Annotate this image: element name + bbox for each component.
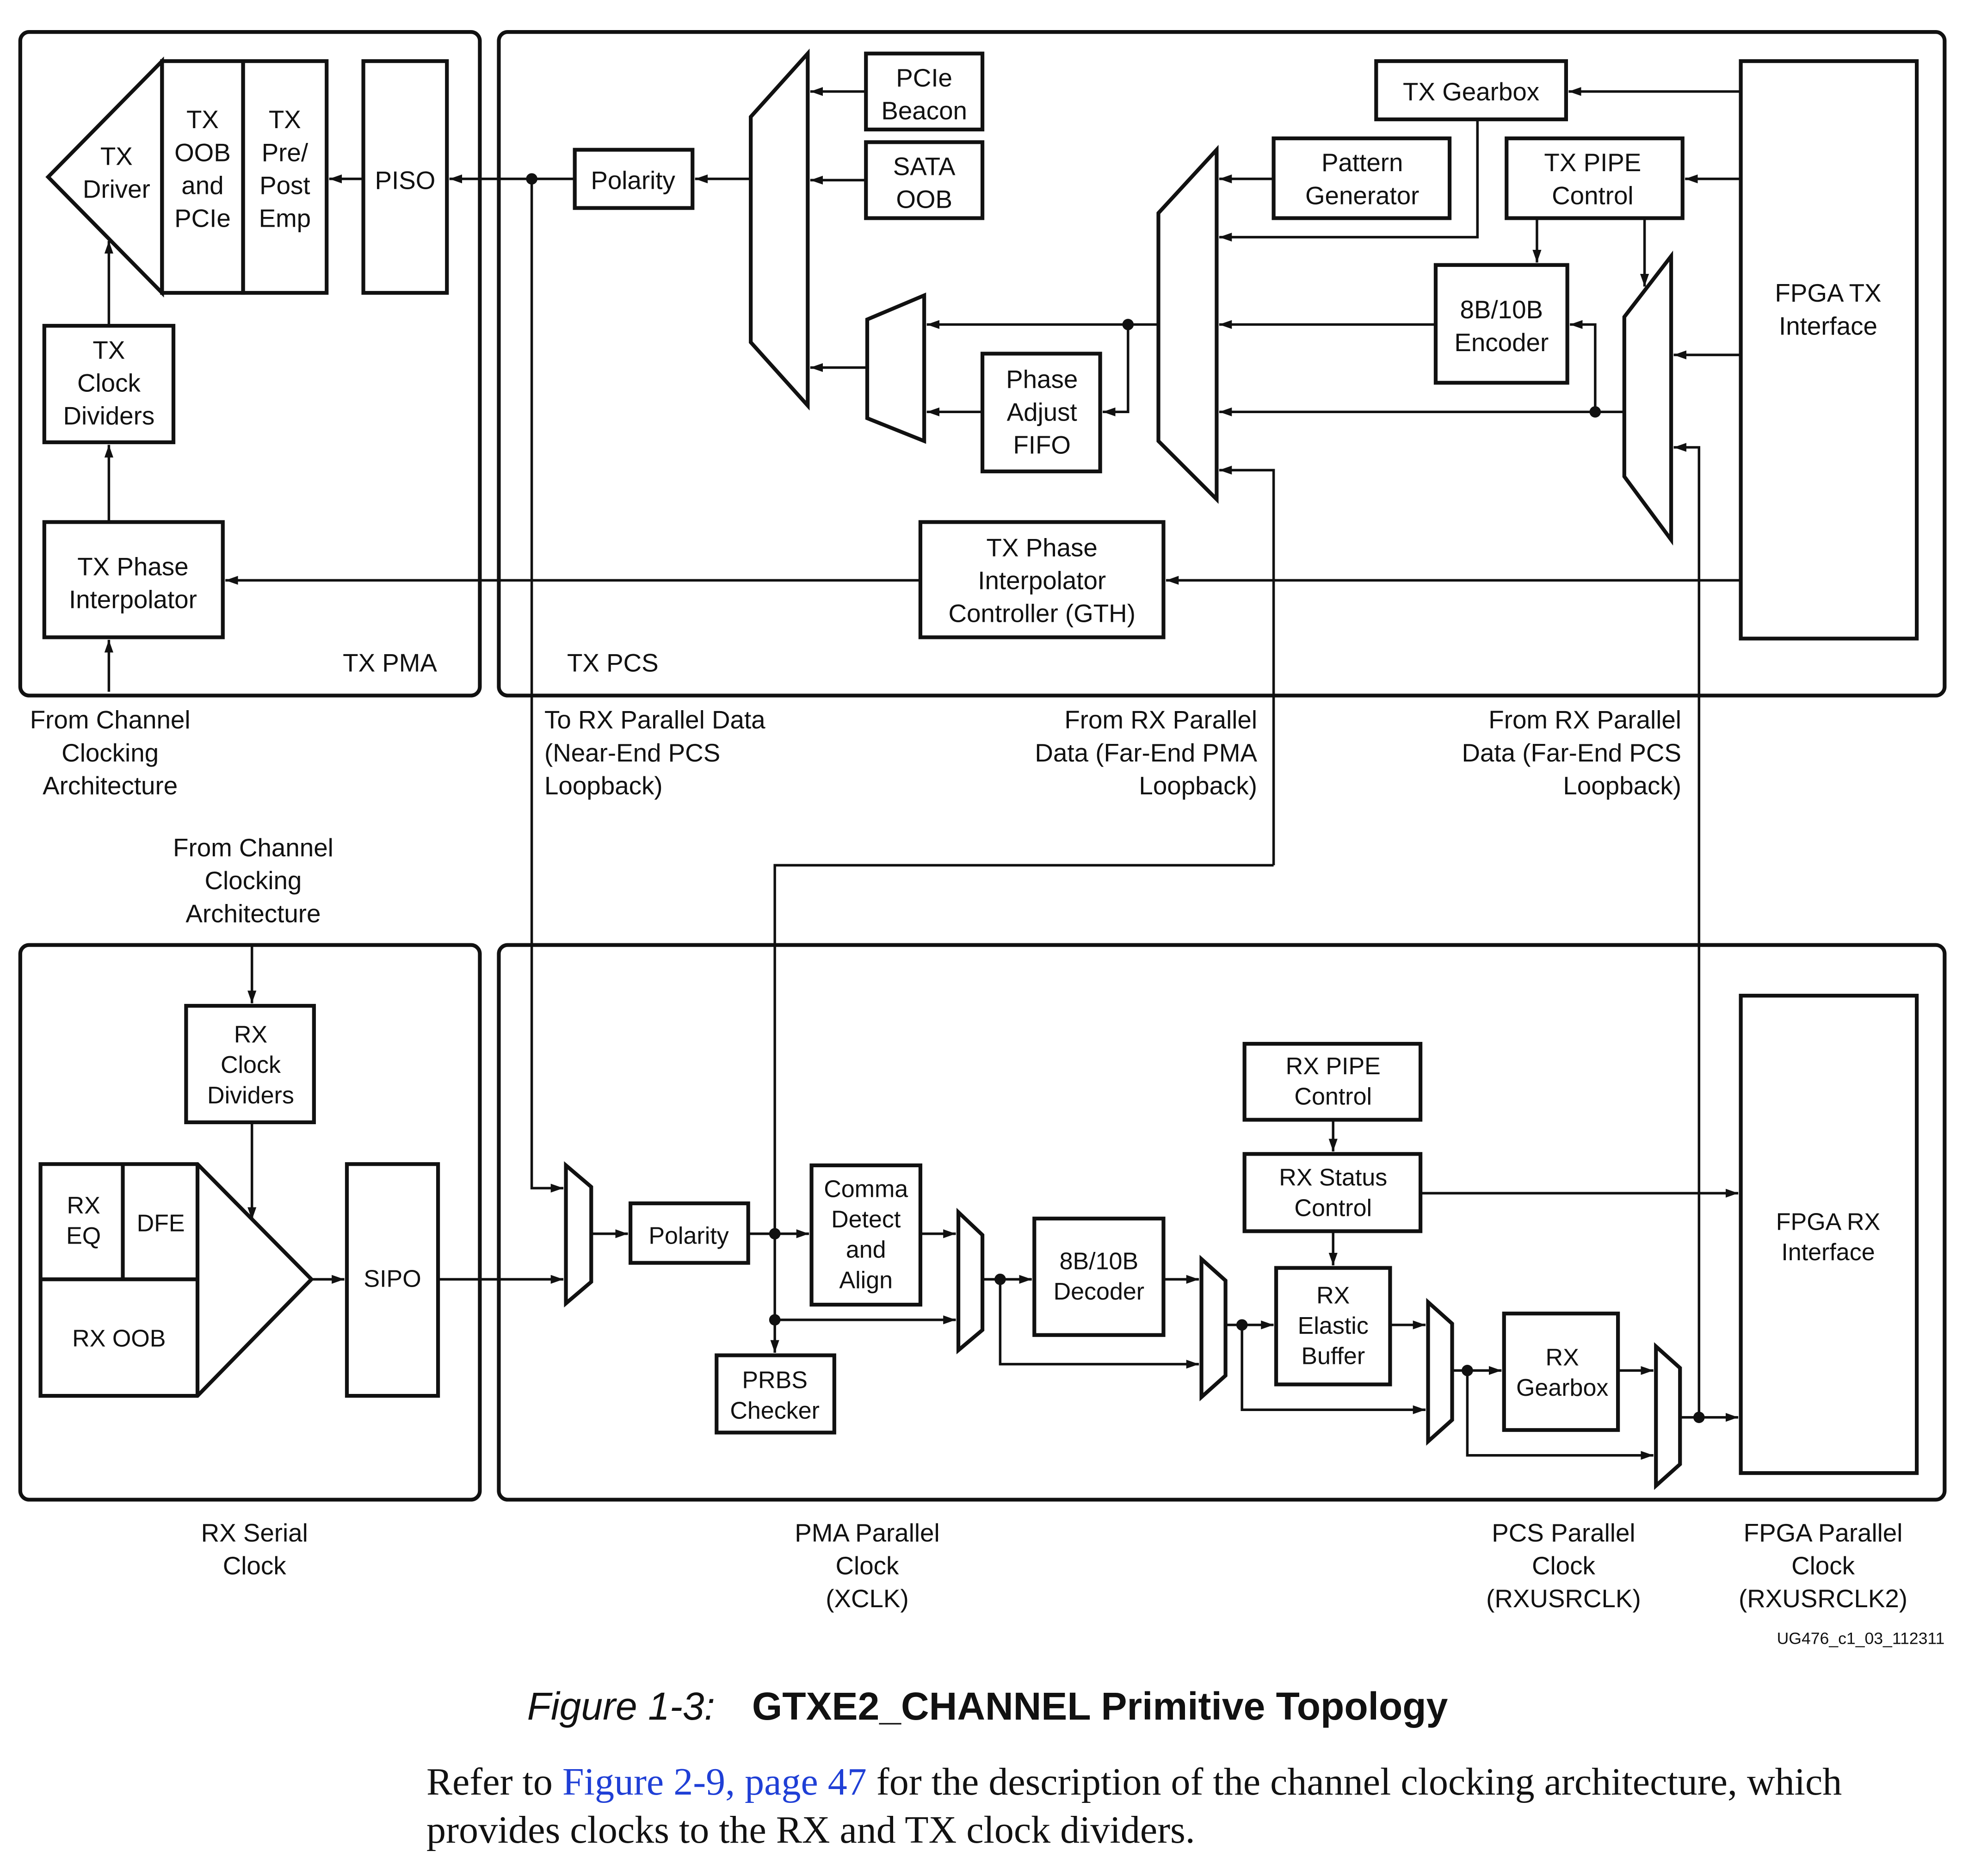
rx-gearbox-box <box>1502 1312 1620 1432</box>
tx-mux-1 <box>749 48 810 411</box>
tx-pipe-control-box <box>1505 136 1685 220</box>
figure-reference-link[interactable]: Figure 2-9, page 47 <box>562 1760 867 1803</box>
rx-pma-panel <box>18 943 482 1502</box>
figure-id-label: UG476_c1_03_112311 <box>1777 1629 1945 1648</box>
paragraph-text-end: for the description of the channel clock… <box>426 1760 1842 1851</box>
tx-pcs-label: TX PCS <box>567 648 659 677</box>
figure-caption: Figure 1-3: GTXE2_CHANNEL Primitive Topol… <box>0 1684 1975 1740</box>
connection-lines <box>104 87 1741 1460</box>
encoder-box <box>1433 263 1569 385</box>
tx-mux-3 <box>1156 145 1219 504</box>
rx-amp-shape <box>38 1162 315 1398</box>
paragraph-text-start: Refer to <box>426 1760 562 1803</box>
rx-mux-1 <box>564 1161 593 1308</box>
decoder-box <box>1032 1216 1166 1337</box>
prbs-checker-box <box>715 1353 836 1435</box>
fpga-tx-interface-box <box>1739 59 1919 641</box>
tx-pma-label: TX PMA <box>343 648 437 677</box>
rx-mux-3 <box>1199 1255 1228 1402</box>
rx-oob-label: RX OOB <box>72 1325 166 1352</box>
rx-pcs-panel <box>497 943 1947 1502</box>
tx-pma-panel <box>18 30 482 698</box>
sipo-label: SIPO <box>364 1266 421 1293</box>
rx-clock-dividers-box <box>184 1003 316 1124</box>
tx-pcs-panel <box>497 30 1947 698</box>
figure-number: Figure 1-3: <box>527 1684 715 1728</box>
figure-title: GTXE2_CHANNEL Primitive Topology <box>752 1684 1448 1728</box>
tx-mux-4 <box>1622 250 1673 546</box>
rx-mux-2 <box>956 1207 985 1355</box>
tx-phase-interpolator-box <box>42 520 225 639</box>
fpga-rx-interface-box <box>1739 994 1919 1475</box>
tx-gearbox-box <box>1374 59 1568 122</box>
tx-mux-2 <box>865 292 926 444</box>
junction-dots <box>526 173 1705 1423</box>
rx-mux-5 <box>1654 1342 1682 1490</box>
tx-pre-post-emp-box <box>241 59 329 295</box>
piso-label: PISO <box>375 166 435 195</box>
tx-gearbox-label: TX Gearbox <box>1403 77 1539 106</box>
tx-polarity-label: Polarity <box>591 166 675 195</box>
dfe-label: DFE <box>137 1210 185 1237</box>
rx-polarity-label: Polarity <box>648 1223 728 1250</box>
body-paragraph: Refer to Figure 2-9, page 47 for the des… <box>426 1758 1953 1854</box>
piso-box <box>361 59 449 295</box>
rx-mux-4 <box>1426 1298 1454 1446</box>
